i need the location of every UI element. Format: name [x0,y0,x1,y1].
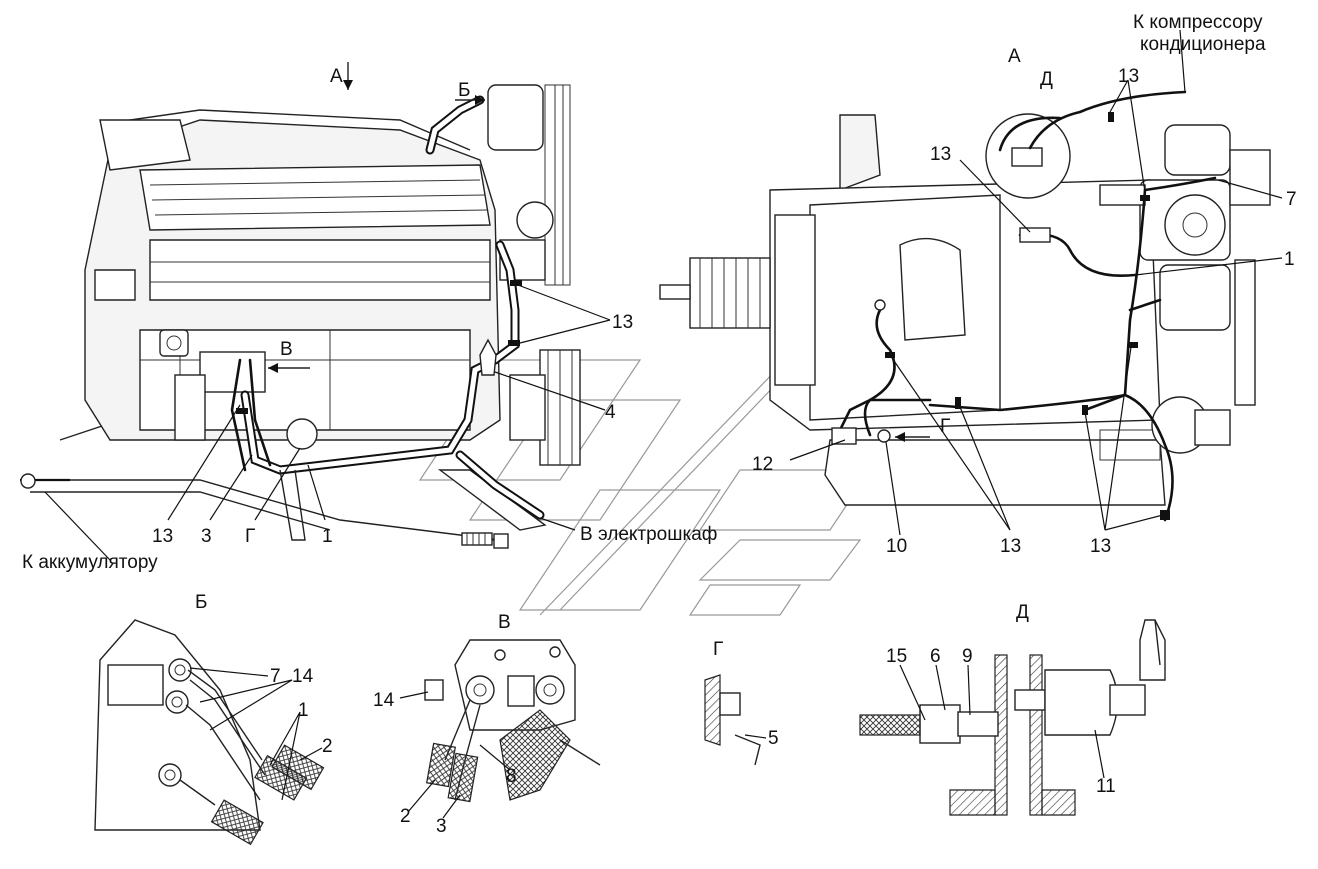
detail-g-title: Г [713,639,723,660]
right-callout-13-mid: 13 [930,144,951,165]
detail-d-title: Д [1016,602,1029,623]
right-callout-10: 10 [886,536,907,557]
view-a-arrow-label: А [330,66,343,87]
detail-g-callout-5: 5 [768,728,779,749]
detail-d [859,619,1166,816]
right-callout-13-right: 13 [1090,536,1111,557]
left-leaders [44,284,611,561]
detail-b-title: Б [195,592,207,613]
right-callout-7: 7 [1286,189,1297,210]
detail-b-arrow-label: Б [458,80,470,101]
right-callout-12: 12 [752,454,773,475]
detail-v-arrow-label: В [280,339,293,360]
right-leaders [789,29,1283,536]
to-cabinet-label: В электрошкаф [580,524,717,545]
detail-v-leaders [399,691,511,819]
detail-d-callout-6: 6 [930,646,941,667]
detail-b-leaders [189,667,323,801]
detail-d-leaders [899,664,1105,779]
detail-b-callout-7: 7 [270,666,281,687]
view-a-title: А [1008,46,1021,67]
detail-v-callout-3: 3 [436,816,447,837]
to-battery-label: К аккумулятору [22,552,158,573]
right-callout-13-top: 13 [1118,66,1139,87]
detail-v-callout-2: 2 [400,806,411,827]
detail-g [704,674,761,766]
detail-d-callout-15: 15 [886,646,907,667]
detail-v-callout-8: 8 [506,766,517,787]
detail-b [94,619,325,846]
left-callout-13-upper: 13 [612,312,633,333]
detail-g-arrow-label: Г [940,416,950,437]
right-callout-1: 1 [1284,249,1295,270]
left-callout-13-lower: 13 [152,526,173,547]
detail-v-title: В [498,612,511,633]
to-compressor-line2: кондиционера [1140,34,1266,55]
detail-b-callout-1: 1 [298,700,309,721]
detail-d-callout-9: 9 [962,646,973,667]
engine-left-view [20,62,581,549]
detail-d-callout-11: 11 [1096,776,1116,797]
to-compressor-line1: К компрессору [1133,12,1263,33]
detail-b-callout-14: 14 [292,666,314,687]
detail-b-callout-2: 2 [322,736,333,757]
detail-g-leaders [744,734,767,739]
engine-right-view [659,90,1271,522]
detail-d-arrow-label: Д [1040,69,1053,90]
detail-v [424,639,601,803]
left-callout-4: 4 [605,402,616,423]
left-callout-3: 3 [201,526,212,547]
right-callout-13-bottom: 13 [1000,536,1021,557]
left-callout-g: Г [245,526,255,547]
detail-v-callout-14: 14 [373,690,395,711]
left-callout-1: 1 [322,526,333,547]
